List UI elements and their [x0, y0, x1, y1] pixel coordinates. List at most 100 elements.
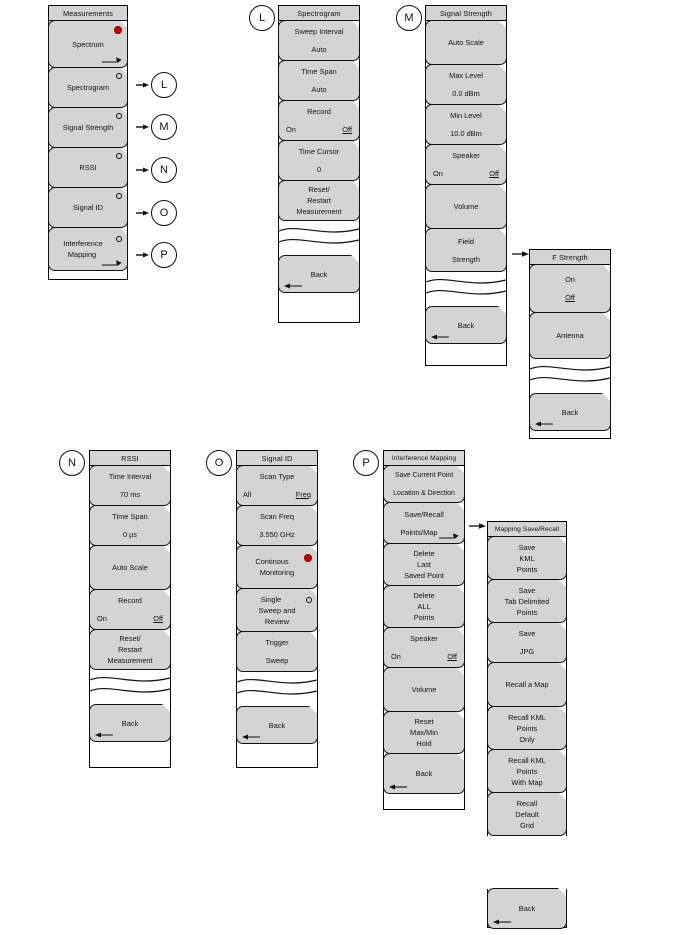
key-time-interval[interactable]: Time Interval 70 ms	[89, 465, 171, 506]
key-scan-freq[interactable]: Scan Freq 3.550 GHz	[236, 505, 318, 546]
key-label: Max Level	[449, 71, 483, 80]
key-back[interactable]: Back	[278, 255, 360, 293]
option-on[interactable]: On	[97, 614, 107, 623]
back-arrow-icon	[430, 332, 450, 341]
key-single-sweep-and-review[interactable]: Single Sweep and Review	[236, 588, 318, 632]
key-time-cursor[interactable]: Time Cursor 0	[278, 140, 360, 181]
option-off[interactable]: Off	[342, 125, 352, 134]
key-record[interactable]: Record On Off	[278, 100, 360, 141]
key-field-strength[interactable]: Field Strength	[425, 228, 507, 272]
key-recall-kml-points-only[interactable]: Recall KML Points Only	[487, 706, 567, 750]
key-back[interactable]: Back	[383, 753, 465, 794]
key-label-line1: Recall	[516, 798, 538, 808]
key-save-tab-delimited-points[interactable]: Save Tab Delimited Points	[487, 579, 567, 623]
menu-title-spectrogram: Spectrogram	[278, 5, 360, 21]
key-interference-mapping[interactable]: Interference Mapping	[48, 227, 128, 271]
key-label: Min Level	[450, 111, 482, 120]
key-time-span[interactable]: Time Span Auto	[278, 60, 360, 101]
key-label-line1: Reset/	[308, 185, 330, 194]
key-reset-restart-measurement[interactable]: Reset/ Restart Measurement	[278, 180, 360, 221]
key-save-recall-points-map[interactable]: Save/Recall Points/Map	[383, 502, 465, 544]
key-record[interactable]: Record On Off	[89, 589, 171, 630]
key-scan-type[interactable]: Scan Type All Freq	[236, 465, 318, 506]
callout-source-o: O	[206, 450, 232, 476]
key-antenna[interactable]: Antenna	[529, 312, 611, 359]
option-off[interactable]: Off	[489, 169, 499, 178]
key-label-line1: Save	[518, 585, 536, 595]
callout-label: L	[160, 79, 168, 91]
key-rssi[interactable]: RSSI	[48, 147, 128, 188]
menu-title-interference-mapping: Interference Mapping	[383, 450, 465, 466]
unselected-indicator-circle-icon	[116, 153, 122, 159]
key-trigger-sweep[interactable]: Trigger Sweep	[236, 631, 318, 672]
callout-label: P	[362, 457, 370, 469]
key-continous-monitoring[interactable]: Continous Monitoring	[236, 545, 318, 589]
callout-l: L	[151, 72, 177, 98]
key-signal-strength[interactable]: Signal Strength	[48, 107, 128, 148]
key-speaker[interactable]: Speaker On Off	[383, 627, 465, 668]
key-label-line3: Measurement	[296, 207, 342, 216]
key-save-kml-points[interactable]: Save KML Points	[487, 536, 567, 580]
key-auto-scale[interactable]: Auto Scale	[425, 20, 507, 65]
key-label: Trigger	[265, 638, 289, 647]
option-freq[interactable]: Freq	[295, 490, 311, 499]
key-label: Time Interval	[108, 472, 152, 481]
key-label: Signal Strength	[62, 123, 114, 132]
option-on[interactable]: On	[391, 652, 401, 661]
key-back[interactable]: Back	[89, 704, 171, 742]
key-spectrum[interactable]: Spectrum	[48, 20, 128, 68]
key-speaker[interactable]: Speaker On Off	[425, 144, 507, 185]
key-volume[interactable]: Volume	[425, 184, 507, 229]
key-recall-default-grid[interactable]: Recall Default Grid	[487, 792, 567, 836]
menu-title-f-strength: F Strength	[529, 249, 611, 265]
key-recall-kml-points-with-map[interactable]: Recall KML Points With Map	[487, 749, 567, 793]
back-arrow-icon	[534, 419, 554, 428]
key-label: RSSI	[79, 163, 97, 172]
key-volume[interactable]: Volume	[383, 667, 465, 712]
key-auto-scale[interactable]: Auto Scale	[89, 545, 171, 590]
key-sweep-interval[interactable]: Sweep Interval Auto	[278, 20, 360, 61]
option-on[interactable]: On	[433, 169, 443, 178]
option-off[interactable]: Off	[447, 652, 457, 661]
option-on[interactable]: On	[286, 125, 296, 134]
key-delete-all-points[interactable]: Delete ALL Points	[383, 585, 465, 628]
menu-title-measurements: Measurements	[48, 5, 128, 21]
arrow-save-recall-to-mapping-save-recall	[469, 523, 486, 529]
key-signal-id[interactable]: Signal ID	[48, 187, 128, 228]
key-save-current-point[interactable]: Save Current Point Location & Direction	[383, 465, 465, 503]
option-off[interactable]: Off	[565, 293, 575, 302]
key-time-span[interactable]: Time Span 0 µs	[89, 505, 171, 546]
key-back[interactable]: Back	[236, 706, 318, 744]
submenu-arrow-icon	[101, 55, 123, 64]
key-recall-a-map[interactable]: Recall a Map	[487, 662, 567, 707]
callout-o: O	[151, 200, 177, 226]
key-back[interactable]: Back	[529, 393, 611, 431]
key-delete-last-saved-point[interactable]: Delete Last Saved Point	[383, 543, 465, 586]
key-label-line2: Points	[516, 766, 538, 776]
option-off[interactable]: Off	[153, 614, 163, 623]
key-max-level[interactable]: Max Level 0.0 dBm	[425, 64, 507, 105]
back-arrow-icon	[241, 732, 261, 741]
key-label-line2: KML	[519, 553, 535, 563]
arrow-to-callout-n	[136, 167, 149, 173]
key-back[interactable]: Back	[487, 888, 567, 929]
key-f-strength-on-off[interactable]: On Off	[529, 264, 611, 313]
key-label: Speaker	[410, 634, 438, 643]
key-label: Interference	[63, 239, 103, 248]
key-reset-restart-measurement[interactable]: Reset/ Restart Measurement	[89, 629, 171, 670]
key-label-line2: Max/Min	[410, 728, 438, 737]
key-label: Back	[518, 904, 536, 913]
key-value: Auto	[311, 45, 327, 54]
key-reset-max-min-hold[interactable]: Reset Max/Min Hold	[383, 711, 465, 754]
option-on[interactable]: On	[565, 275, 575, 284]
selected-indicator-red-dot	[114, 26, 122, 34]
menu-break-squiggle	[89, 674, 171, 696]
key-save-jpg[interactable]: Save JPG	[487, 622, 567, 663]
key-label: Auto Scale	[448, 38, 484, 47]
key-label: Save	[518, 629, 536, 638]
key-back[interactable]: Back	[425, 306, 507, 344]
key-spectrogram[interactable]: Spectrogram	[48, 67, 128, 108]
option-all[interactable]: All	[243, 490, 252, 499]
key-min-level[interactable]: Min Level 10.0 dBm	[425, 104, 507, 145]
key-label-line1: Single	[260, 594, 282, 604]
